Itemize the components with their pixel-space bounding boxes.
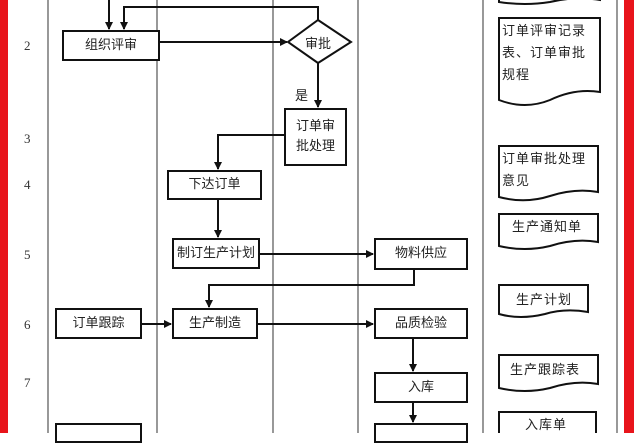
left-frame-border — [0, 0, 8, 433]
order-approval-handling-box: 订单审 批处理 — [284, 108, 347, 166]
document-shapes — [498, 0, 601, 433]
right-frame-border — [624, 0, 634, 433]
cut-off-box — [374, 423, 468, 443]
row-number: 5 — [24, 247, 31, 262]
quality-inspection-box: 品质检验 — [374, 308, 468, 339]
make-production-plan-box: 制订生产计划 — [172, 238, 260, 269]
document-warehouse-receipt: 入库单 — [525, 418, 568, 433]
approve-diamond — [286, 18, 353, 65]
issue-order-box: 下达订单 — [167, 170, 262, 200]
document-production-plan: 生产计划 — [516, 293, 573, 308]
document-approval-opinion: 订单审批处理意见 — [502, 152, 587, 189]
arrow-reject-loop — [120, 6, 319, 30]
arrow-handling-to-issue — [214, 134, 284, 170]
organize-review-box: 组织评审 — [62, 30, 160, 61]
swimlane-dividers — [47, 0, 618, 433]
row-number: 7 — [24, 375, 31, 390]
approve-decision-label: 审批 — [305, 37, 332, 52]
order-tracking-box: 订单跟踪 — [55, 308, 142, 339]
row-number: 3 — [24, 131, 31, 146]
document-production-tracking: 生产跟踪表 — [510, 363, 581, 378]
document-production-notice: 生产通知单 — [512, 220, 583, 235]
warehousing-box: 入库 — [374, 372, 468, 403]
cut-off-box — [55, 423, 142, 443]
document-order-review-record: 订单评审记录表、订单审批规程 — [502, 24, 587, 83]
row-number: 2 — [24, 38, 31, 53]
material-supply-box: 物料供应 — [374, 238, 468, 270]
yes-label: 是 — [295, 89, 309, 104]
row-number: 6 — [24, 317, 31, 332]
row-number: 4 — [24, 177, 31, 192]
flow-lines — [47, 0, 618, 433]
arrow-material-to-production — [205, 270, 415, 308]
production-box: 生产制造 — [172, 308, 258, 339]
